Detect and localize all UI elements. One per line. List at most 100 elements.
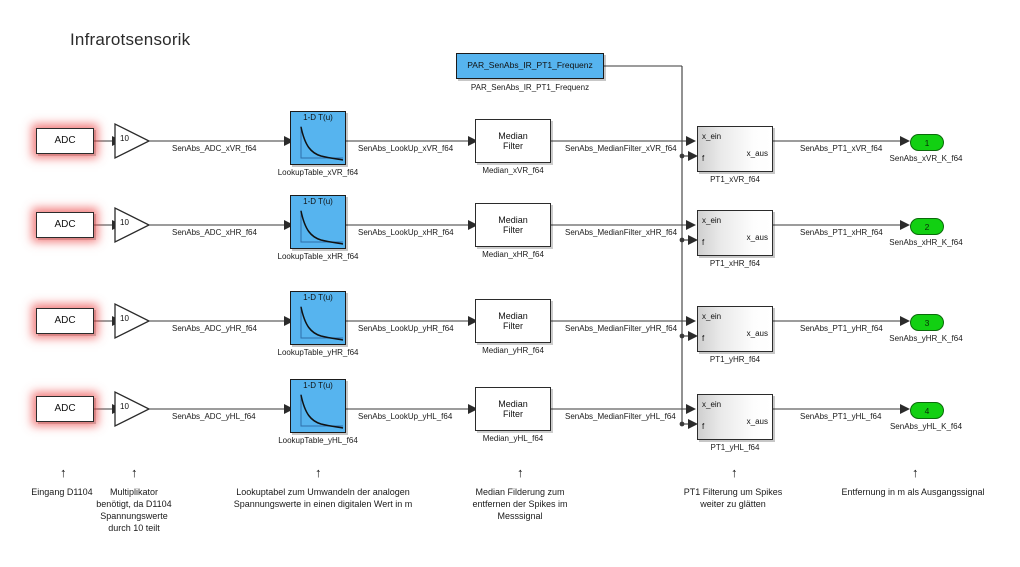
pt1-subsystem-yHR[interactable]: x_ein f x_aus: [697, 306, 773, 352]
lookup-curve-icon: [300, 210, 344, 245]
pt1-subsystem-xVR[interactable]: x_ein f x_aus: [697, 126, 773, 172]
pt1-caption-yHL: PT1_yHL_f64: [710, 443, 760, 452]
annotation-arrow-4: ↑: [517, 465, 524, 480]
median-filter-yHR[interactable]: Median Filter: [475, 299, 551, 343]
outport-yHR[interactable]: 3: [910, 314, 944, 331]
lookup-table-caption-xHR: LookupTable_xHR_f64: [277, 252, 359, 261]
pt1-subsystem-yHL[interactable]: x_ein f x_aus: [697, 394, 773, 440]
median-filter-xHR[interactable]: Median Filter: [475, 203, 551, 247]
signal-label-adc-xVR: SenAbs_ADC_xVR_f64: [172, 144, 257, 153]
outport-yHL[interactable]: 4: [910, 402, 944, 419]
signal-label-lookup-yHL: SenAbs_LookUp_yHL_f64: [358, 412, 453, 421]
pt1-input-f: f: [702, 154, 705, 163]
outport-xHR[interactable]: 2: [910, 218, 944, 235]
pt1-output-x-aus: x_aus: [746, 417, 768, 426]
parameter-block-pt1-frequenz[interactable]: PAR_SenAbs_IR_PT1_Frequenz: [456, 53, 604, 79]
pt1-output-x-aus: x_aus: [746, 233, 768, 242]
pt1-caption-xVR: PT1_xVR_f64: [710, 175, 760, 184]
annotation-arrow-6: ↑: [912, 465, 919, 480]
median-filter-line1: Median: [498, 130, 528, 141]
annotation-arrow-2: ↑: [131, 465, 138, 480]
gain-value: 10: [120, 314, 129, 323]
pt1-input-x-ein: x_ein: [702, 312, 722, 321]
lookup-table-title: 1-D T(u): [303, 293, 333, 302]
lookup-table-title: 1-D T(u): [303, 113, 333, 122]
median-filter-caption-xVR: Median_xVR_f64: [482, 166, 544, 175]
outport-caption-xVR: SenAbs_xVR_K_f64: [889, 154, 963, 163]
gain-block-yHL[interactable]: 10: [114, 390, 151, 428]
pt1-output-x-aus: x_aus: [746, 149, 768, 158]
median-filter-caption-yHR: Median_yHR_f64: [482, 346, 544, 355]
outport-caption-xHR: SenAbs_xHR_K_f64: [889, 238, 963, 247]
median-filter-line2: Filter: [503, 225, 523, 235]
signal-label-pt1-yHL: SenAbs_PT1_yHL_f64: [800, 412, 882, 421]
page-title: Infrarotsensorik: [70, 30, 191, 49]
median-filter-line2: Filter: [503, 409, 523, 419]
median-filter-line1: Median: [498, 310, 528, 321]
adc-source-xVR[interactable]: ADC: [36, 128, 94, 154]
median-filter-xVR[interactable]: Median Filter: [475, 119, 551, 163]
outport-number: 2: [924, 221, 930, 232]
adc-label: ADC: [54, 219, 76, 231]
outport-caption-yHL: SenAbs_yHL_K_f64: [889, 422, 963, 431]
pt1-input-f: f: [702, 334, 705, 343]
signal-label-median-yHL: SenAbs_MedianFilter_yHL_f64: [565, 412, 676, 421]
gain-block-yHR[interactable]: 10: [114, 302, 151, 340]
pt1-caption-xHR: PT1_xHR_f64: [709, 259, 761, 268]
lookup-table-xHR[interactable]: 1-D T(u): [290, 195, 346, 249]
pt1-subsystem-xHR[interactable]: x_ein f x_aus: [697, 210, 773, 256]
gain-block-xVR[interactable]: 10: [114, 122, 151, 160]
adc-label: ADC: [54, 135, 76, 147]
median-filter-caption-yHL: Median_yHL_f64: [482, 434, 544, 443]
signal-label-pt1-yHR: SenAbs_PT1_yHR_f64: [800, 324, 883, 333]
signal-label-lookup-xVR: SenAbs_LookUp_xVR_f64: [358, 144, 454, 153]
pt1-input-f: f: [702, 422, 705, 431]
adc-label: ADC: [54, 315, 76, 327]
adc-source-xHR[interactable]: ADC: [36, 212, 94, 238]
lookup-table-title: 1-D T(u): [303, 381, 333, 390]
adc-label: ADC: [54, 403, 76, 415]
median-filter-line2: Filter: [503, 321, 523, 331]
median-filter-line1: Median: [498, 214, 528, 225]
pt1-input-x-ein: x_ein: [702, 132, 722, 141]
lookup-table-yHL[interactable]: 1-D T(u): [290, 379, 346, 433]
lookup-table-xVR[interactable]: 1-D T(u): [290, 111, 346, 165]
lookup-table-caption-xVR: LookupTable_xVR_f64: [277, 168, 359, 177]
adc-source-yHL[interactable]: ADC: [36, 396, 94, 422]
lookup-table-yHR[interactable]: 1-D T(u): [290, 291, 346, 345]
signal-label-lookup-xHR: SenAbs_LookUp_xHR_f64: [358, 228, 454, 237]
signal-label-adc-xHR: SenAbs_ADC_xHR_f64: [172, 228, 257, 237]
signal-label-median-xVR: SenAbs_MedianFilter_xVR_f64: [565, 144, 677, 153]
signal-label-median-xHR: SenAbs_MedianFilter_xHR_f64: [565, 228, 678, 237]
median-filter-line2: Filter: [503, 141, 523, 151]
lookup-table-caption-yHL: LookupTable_yHL_f64: [278, 436, 358, 445]
outport-caption-yHR: SenAbs_yHR_K_f64: [889, 334, 963, 343]
outport-number: 4: [924, 405, 930, 416]
outport-number: 1: [924, 137, 930, 148]
signal-label-adc-yHR: SenAbs_ADC_yHR_f64: [172, 324, 257, 333]
gain-value: 10: [120, 134, 129, 143]
median-filter-caption-xHR: Median_xHR_f64: [482, 250, 544, 259]
lookup-table-title: 1-D T(u): [303, 197, 333, 206]
median-filter-yHL[interactable]: Median Filter: [475, 387, 551, 431]
annotation-entfernung: Entfernung in m als Ausgangssignal: [841, 487, 985, 497]
lookup-table-caption-yHR: LookupTable_yHR_f64: [277, 348, 359, 357]
pt1-output-x-aus: x_aus: [746, 329, 768, 338]
signal-label-median-yHR: SenAbs_MedianFilter_yHR_f64: [565, 324, 678, 333]
gain-value: 10: [120, 218, 129, 227]
signal-label-pt1-xVR: SenAbs_PT1_xVR_f64: [800, 144, 883, 153]
adc-source-yHR[interactable]: ADC: [36, 308, 94, 334]
outport-xVR[interactable]: 1: [910, 134, 944, 151]
lookup-curve-icon: [300, 394, 344, 429]
gain-block-xHR[interactable]: 10: [114, 206, 151, 244]
annotation-arrow-5: ↑: [731, 465, 738, 480]
lookup-curve-icon: [300, 306, 344, 341]
lookup-curve-icon: [300, 126, 344, 161]
pt1-input-f: f: [702, 238, 705, 247]
median-filter-line1: Median: [498, 398, 528, 409]
pt1-input-x-ein: x_ein: [702, 400, 722, 409]
parameter-block-caption: PAR_SenAbs_IR_PT1_Frequenz: [470, 83, 590, 92]
